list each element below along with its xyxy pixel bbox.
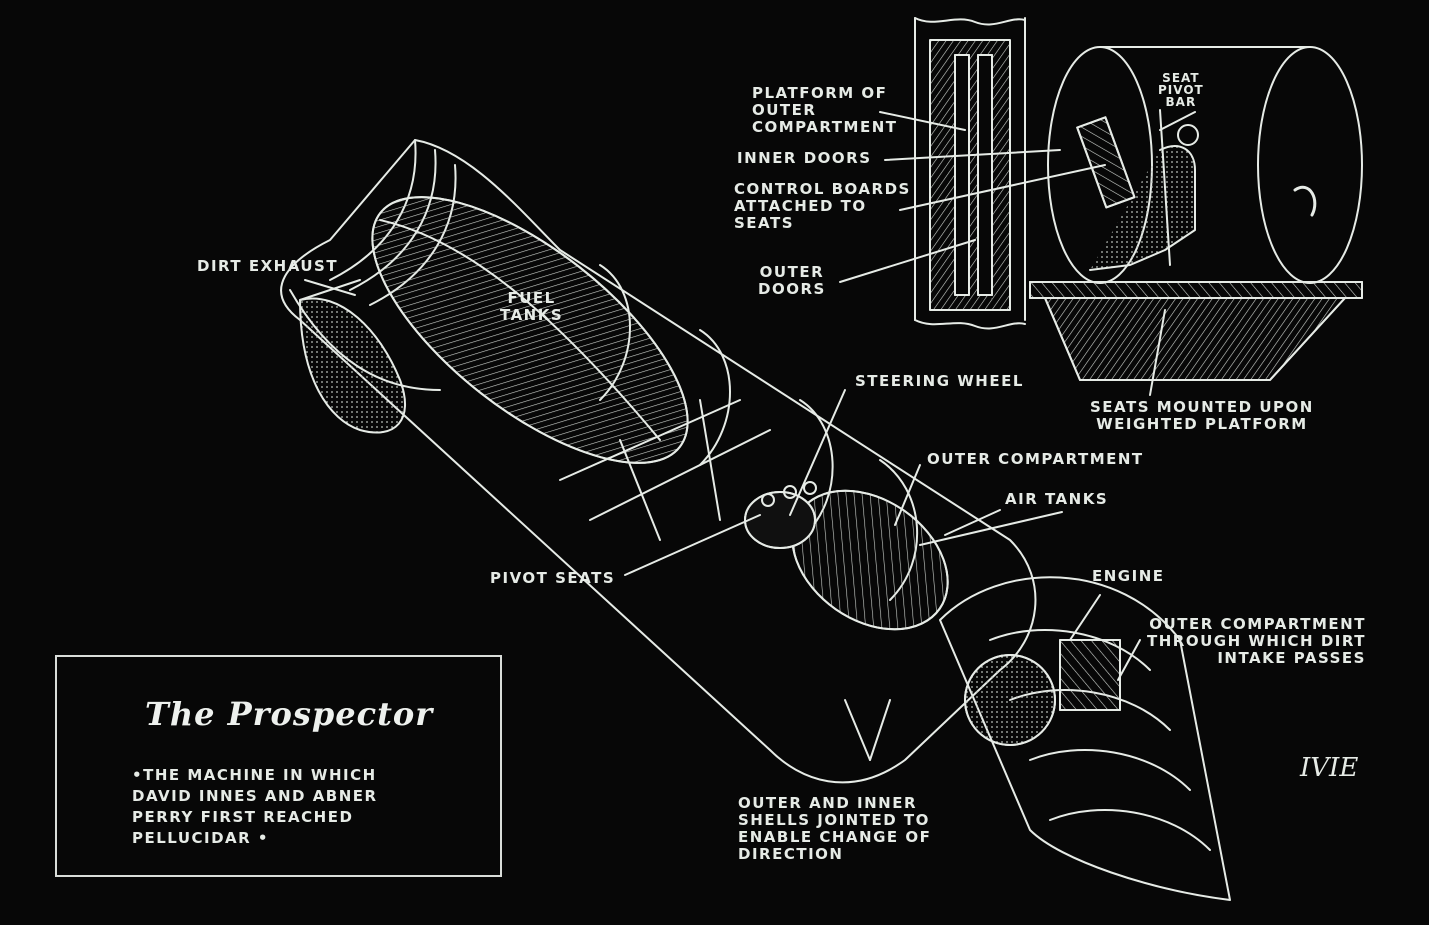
label-line: DIRECTION [738,845,844,863]
label-line: OUTER AND INNER [738,794,918,812]
label-line: COMPARTMENT [752,118,898,136]
label-line: SEATS [734,214,795,232]
label-platform-outer-compartment: PLATFORM OF OUTER COMPARTMENT [752,85,897,136]
description-line: DAVID INNES AND ABNER [132,787,378,805]
label-dirt-exhaust: DIRT EXHAUST [197,258,338,275]
label-line: INNER DOORS [737,149,872,167]
label-line: SEAT [1162,71,1200,85]
leader-lines [304,111,1196,761]
label-line: OUTER COMPARTMENT [927,450,1144,468]
label-line: STEERING WHEEL [855,372,1024,390]
artist-signature: IVIE [1300,753,1359,783]
label-pivot-seats: PIVOT SEATS [490,570,615,587]
label-line: PIVOT [1158,83,1204,97]
description-line: PERRY FIRST REACHED [132,808,354,826]
label-line: PLATFORM OF [752,84,888,102]
label-line: OUTER COMPARTMENT [1149,615,1366,633]
machine-body [280,139,1231,901]
label-engine: ENGINE [1092,568,1165,585]
label-line: DOORS [758,280,826,298]
label-line: SHELLS JOINTED TO [738,811,930,829]
label-line: SEATS MOUNTED UPON [1090,398,1314,416]
label-line: THROUGH WHICH DIRT [1147,632,1366,650]
label-outer-doors: OUTER DOORS [758,264,826,298]
label-seat-pivot-bar: SEAT PIVOT BAR [1158,72,1204,108]
label-control-boards: CONTROL BOARDS ATTACHED TO SEATS [734,181,911,232]
label-line: TANKS [500,306,564,324]
label-outer-inner-shells: OUTER AND INNER SHELLS JOINTED TO ENABLE… [738,795,931,863]
description-line: •THE MACHINE IN WHICH [132,766,377,784]
label-line: CONTROL BOARDS [734,180,911,198]
label-fuel-tanks: FUEL TANKS [500,290,563,324]
label-line: DIRT EXHAUST [197,257,339,275]
title-panel [55,655,502,877]
label-line: AIR TANKS [1005,490,1109,508]
label-air-tanks: AIR TANKS [1005,491,1108,508]
label-line: OUTER [759,263,825,281]
label-seats-mounted: SEATS MOUNTED UPON WEIGHTED PLATFORM [1090,399,1314,433]
label-line: ATTACHED TO [734,197,867,215]
panel-description: •THE MACHINE IN WHICH DAVID INNES AND AB… [132,765,378,849]
label-line: WEIGHTED PLATFORM [1096,415,1308,433]
label-line: BAR [1165,95,1197,109]
panel-title: The Prospector [145,695,434,733]
label-outer-compartment: OUTER COMPARTMENT [927,451,1144,468]
label-line: PIVOT SEATS [490,569,616,587]
label-line: INTAKE PASSES [1217,649,1366,667]
label-line: FUEL [507,289,556,307]
label-line: OUTER [752,101,817,119]
label-steering-wheel: STEERING WHEEL [855,373,1024,390]
label-line: ENGINE [1092,567,1165,585]
label-line: ENABLE CHANGE OF [738,828,932,846]
label-outer-compartment-dirt: OUTER COMPARTMENT THROUGH WHICH DIRT INT… [1147,616,1366,667]
label-inner-doors: INNER DOORS [737,150,872,167]
description-line: PELLUCIDAR • [132,829,270,847]
cabin-inset [914,17,1363,381]
